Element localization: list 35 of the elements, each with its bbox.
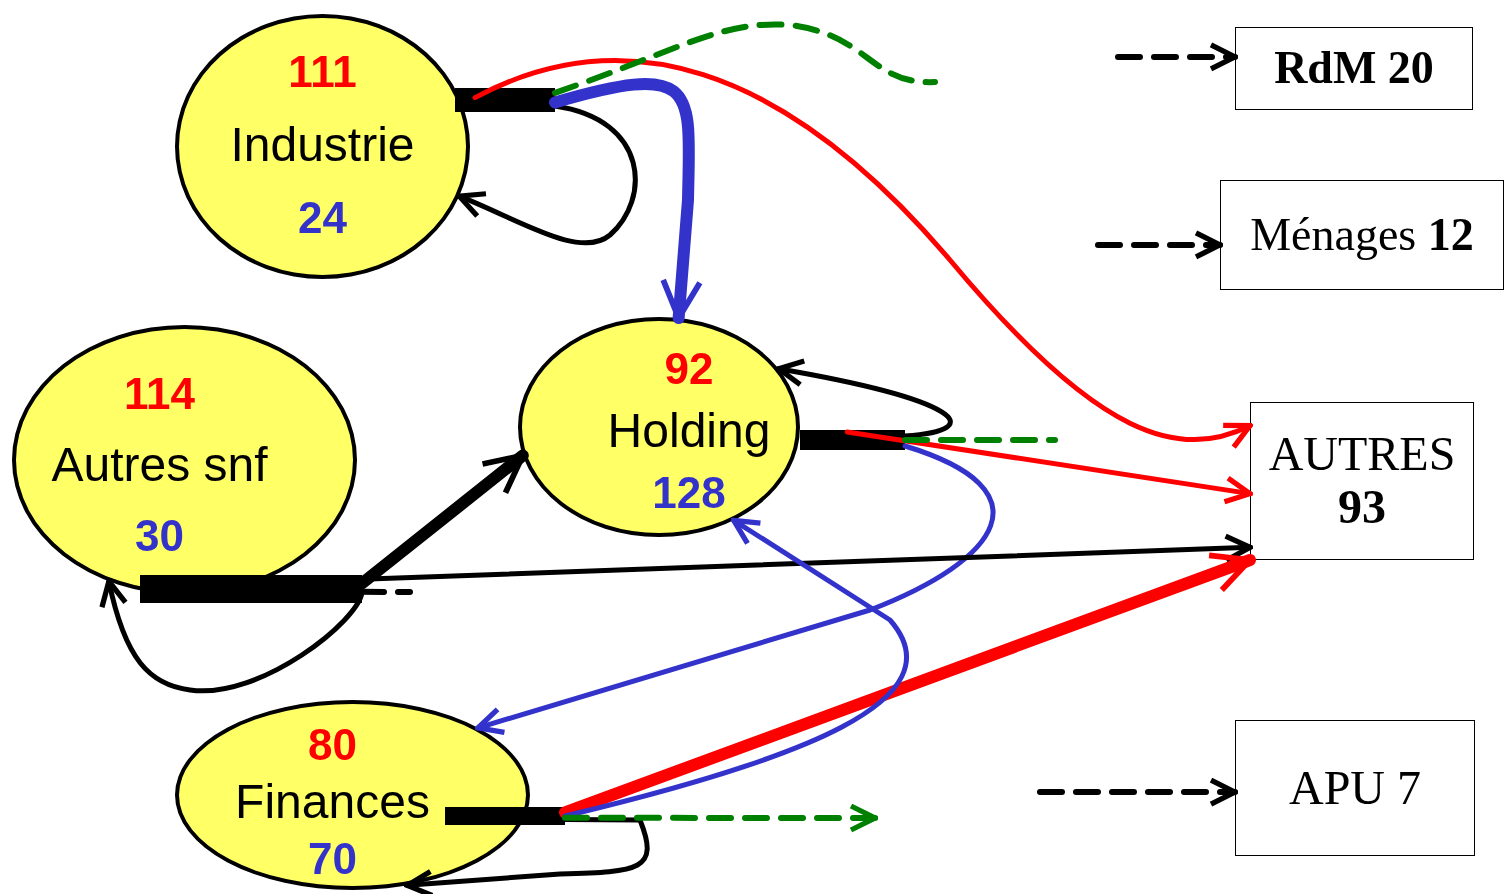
sector-name: Holding	[607, 407, 771, 455]
value-label: 80	[308, 723, 357, 768]
flow-bar	[455, 88, 555, 112]
flow-arrow	[475, 443, 996, 736]
value-label: 70	[308, 836, 357, 881]
flow-arrow	[99, 578, 365, 694]
value-label: 128	[652, 471, 726, 515]
destination-label: APU 7	[1288, 761, 1422, 815]
flow-arrow	[472, 58, 1253, 449]
flow-bar	[140, 575, 362, 603]
sector-name: Industrie	[230, 120, 415, 169]
flow-arrow	[404, 817, 650, 894]
value-label: 24	[298, 195, 347, 240]
value-label: 92	[664, 347, 714, 391]
flow-arrow	[1037, 777, 1238, 807]
destination-box	[1235, 720, 1475, 856]
flow-arrow	[1115, 42, 1238, 72]
destination-label: AUTRES 93	[1267, 428, 1457, 534]
destination-box	[1235, 27, 1473, 110]
value-label: 111	[288, 49, 357, 94]
destination-box	[1220, 180, 1504, 290]
flow-arrow	[562, 803, 878, 833]
flow-arrow	[456, 103, 638, 246]
sector-name: Finances	[235, 778, 430, 826]
flow-arrow	[1095, 230, 1223, 260]
destination-label: RdM 20	[1273, 43, 1435, 94]
flow-arrow	[559, 552, 1256, 819]
value-label: 114	[124, 371, 195, 416]
flow-arrow	[549, 78, 703, 325]
destination-label: Ménages 12	[1249, 209, 1475, 261]
destination-box	[1250, 402, 1474, 560]
flow-arrow	[775, 358, 953, 439]
value-label: 30	[135, 514, 184, 559]
flow-bar	[445, 807, 565, 825]
sector-name: Autres snf	[51, 441, 268, 489]
